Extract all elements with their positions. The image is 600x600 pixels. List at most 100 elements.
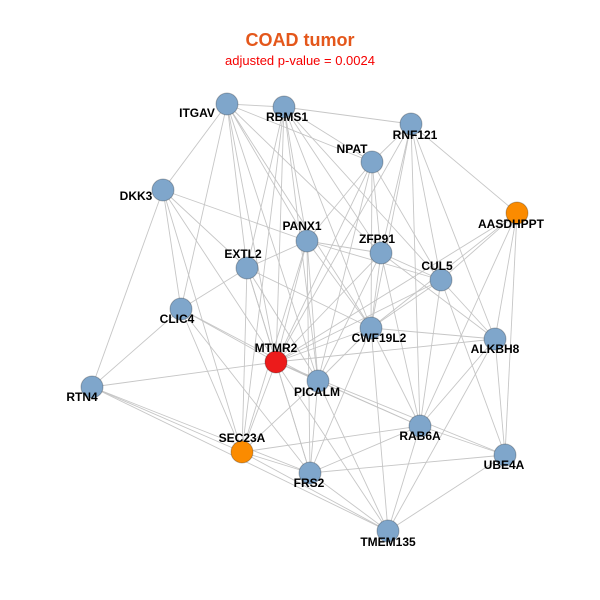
edge-line	[504, 212, 518, 456]
edge-line	[419, 279, 442, 427]
node-clic4	[169, 297, 193, 321]
node-label-zfp91: ZFP91	[359, 232, 395, 246]
node-tmem135	[376, 519, 400, 543]
edge-line	[370, 252, 382, 329]
edge-line	[309, 327, 372, 474]
edge-line	[440, 279, 506, 456]
edge-line	[91, 308, 182, 388]
node-rnf121	[399, 112, 423, 136]
node-cwf19l2	[359, 316, 383, 340]
edge-line	[410, 123, 496, 340]
edge-line	[380, 252, 421, 427]
edge-line	[162, 189, 277, 363]
edge-line	[241, 106, 285, 453]
edge-line	[419, 425, 506, 456]
node-ube4a	[493, 443, 517, 467]
edge-line	[226, 103, 277, 363]
node-rbms1	[272, 95, 296, 119]
node-label-panx1: PANX1	[282, 219, 321, 233]
edge-line	[306, 240, 319, 382]
edge-line	[246, 267, 372, 329]
node-zfp91	[369, 241, 393, 265]
node-label-tmem135: TMEM135	[360, 535, 416, 549]
edge-line	[180, 308, 319, 382]
edge-line	[275, 361, 389, 532]
edge-line	[317, 161, 373, 382]
edge-line	[91, 386, 311, 474]
node-alkbh8	[483, 327, 507, 351]
node-sec23a	[230, 440, 254, 464]
node-label-aasdhppt: AASDHPPT	[478, 217, 545, 231]
edge-line	[91, 386, 243, 453]
edge-line	[283, 106, 373, 163]
edge-line	[226, 103, 308, 242]
edge-line	[241, 240, 308, 453]
edge-line	[494, 338, 506, 456]
edge-line	[370, 327, 389, 532]
edge-line	[275, 106, 285, 363]
edge-line	[370, 327, 496, 340]
edge-line	[241, 267, 248, 453]
node-label-rnf121: RNF121	[393, 128, 438, 142]
edge-line	[275, 212, 518, 363]
edge-line	[309, 472, 389, 532]
edge-line	[494, 212, 518, 340]
edge-line	[241, 361, 277, 453]
edge-line	[370, 327, 421, 427]
edge-line	[283, 106, 308, 242]
edge-line	[91, 189, 164, 388]
node-label-frs2: FRS2	[294, 476, 325, 490]
edge-line	[226, 103, 373, 163]
edge-line	[275, 327, 372, 363]
edge-line	[306, 161, 373, 242]
node-itgav	[215, 92, 239, 116]
edge-line	[180, 308, 243, 453]
edge-line	[226, 103, 372, 329]
node-label-rab6a: RAB6A	[399, 429, 441, 443]
node-dkk3	[151, 178, 175, 202]
edge-line	[180, 267, 248, 310]
edge-line	[380, 252, 496, 340]
edge-line	[162, 189, 243, 453]
edge-line	[246, 267, 319, 382]
edge-line	[440, 212, 518, 281]
edge-line	[246, 106, 285, 269]
edge-line	[440, 279, 496, 340]
node-label-ube4a: UBE4A	[484, 458, 525, 472]
edge-line	[162, 189, 308, 242]
edge-line	[317, 327, 372, 382]
node-npat	[360, 150, 384, 174]
node-label-clic4: CLIC4	[160, 312, 195, 326]
edge-line	[370, 279, 442, 329]
edge-line	[283, 106, 372, 329]
edge-line	[241, 451, 389, 532]
edge-line	[309, 380, 319, 474]
edge-line	[275, 161, 373, 363]
edge-line	[371, 161, 442, 281]
edge-line	[283, 106, 412, 125]
edge-line	[306, 240, 372, 329]
edge-line	[180, 308, 277, 363]
edge-line	[162, 189, 182, 310]
edge-line	[226, 103, 248, 269]
edge-line	[226, 103, 319, 382]
node-picalm	[306, 369, 330, 393]
node-frs2	[298, 461, 322, 485]
edge-line	[91, 361, 277, 388]
node-label-cwf19l2: CWF19L2	[352, 331, 407, 345]
edge-line	[275, 279, 442, 363]
edge-line	[162, 103, 228, 191]
node-label-picalm: PICALM	[294, 385, 340, 399]
edge-line	[180, 308, 311, 474]
node-rab6a	[408, 414, 432, 438]
node-label-alkbh8: ALKBH8	[471, 342, 520, 356]
edge-line	[317, 380, 389, 532]
edge-line	[387, 425, 421, 532]
node-label-sec23a: SEC23A	[219, 431, 266, 445]
node-rtn4	[80, 375, 104, 399]
edge-line	[370, 123, 412, 329]
edge-line	[241, 380, 319, 453]
edge-line	[241, 451, 311, 474]
